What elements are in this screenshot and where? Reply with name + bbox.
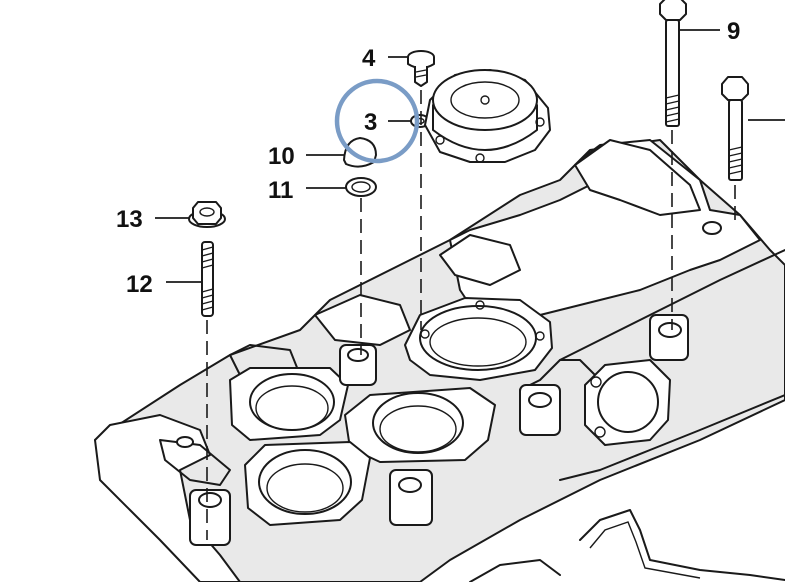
leader-lines: [155, 29, 785, 283]
callout-9: 9: [727, 18, 740, 45]
bolt-part-9: [659, 0, 687, 127]
port-openings: [229, 359, 671, 526]
callout-3: 3: [364, 109, 377, 136]
screw-part-4: [407, 50, 435, 87]
diaphragm-cover: [424, 69, 551, 163]
highlight-circle: [334, 78, 420, 164]
callout-4: 4: [362, 45, 376, 72]
callout-11: 11: [268, 177, 293, 204]
assembly-lines: [206, 90, 736, 540]
diaphragm-base: [404, 297, 553, 381]
callout-labels: 4 3 10 11 13 12 9: [116, 18, 740, 298]
callout-10: 10: [268, 143, 295, 170]
mounting-bosses: [176, 221, 722, 546]
nut-part-13: [188, 201, 226, 228]
callout-12: 12: [126, 271, 153, 298]
oring-part-11: [345, 177, 377, 197]
callout-13: 13: [116, 206, 143, 233]
stud-part-12: [201, 241, 214, 317]
bolt-right: [721, 76, 749, 181]
